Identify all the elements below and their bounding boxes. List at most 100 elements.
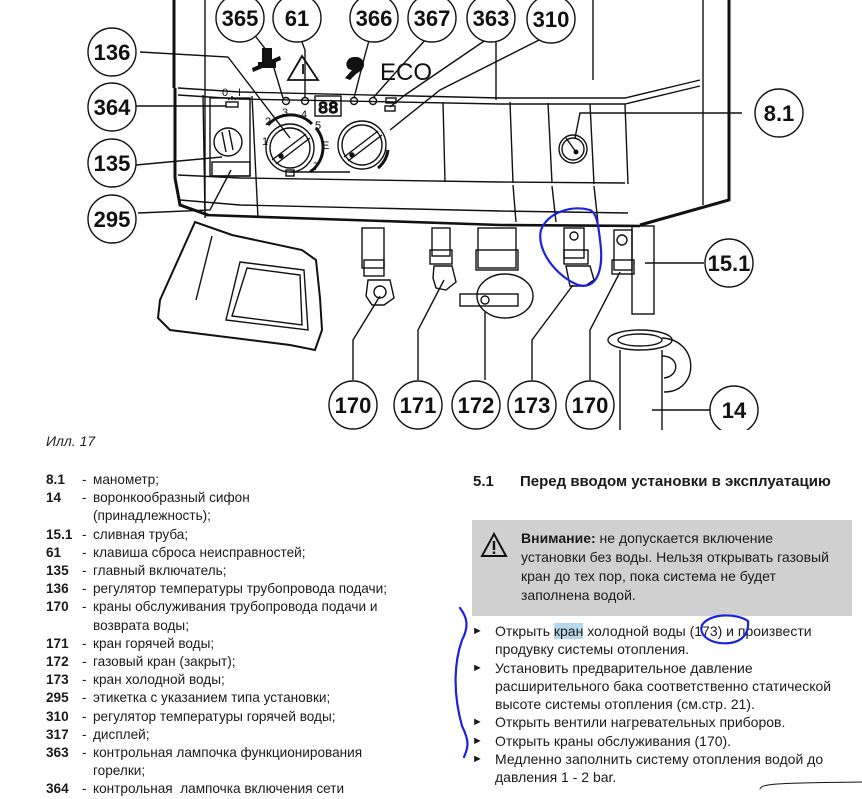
legend-description: -регулятор температуры трубопровода пода… bbox=[82, 581, 387, 597]
callout-310: 310 bbox=[533, 7, 570, 32]
dial-136-heating-temp bbox=[265, 123, 315, 173]
legend-item: 364 -контрольная лампочка включения сети bbox=[46, 780, 446, 798]
legend-number: 170 bbox=[46, 599, 69, 615]
legend-text: контрольная лампочка включения сети bbox=[93, 781, 345, 797]
legend-description: -кран горячей воды; bbox=[82, 635, 215, 651]
legend-item: 8.1-манометр; bbox=[46, 471, 446, 489]
legend-description: -главный включатель; bbox=[82, 563, 227, 579]
warning-box: Внимание: не допускается включение устан… bbox=[472, 520, 852, 616]
legend-number: 363 bbox=[46, 745, 69, 761]
warning-triangle-icon bbox=[480, 532, 508, 557]
legend-number: 15.1 bbox=[46, 526, 73, 542]
legend-item-continuation: (принадлежность); bbox=[93, 508, 211, 524]
legend-item: 136 -регулятор температуры трубопровода п… bbox=[46, 580, 446, 598]
parts-legend: 8.1-манометр;14 -воронкообразный сифон (пр… bbox=[46, 471, 446, 799]
chimney-sweep-icon bbox=[252, 48, 281, 72]
dial-310-hot-water-temp bbox=[337, 120, 387, 170]
step-text-part: Открыть краны обслуживания (170). bbox=[495, 732, 732, 749]
display-317 bbox=[314, 95, 342, 117]
step-text: Медленно заполнить систему отопления вод… bbox=[495, 750, 857, 787]
callout-173: 173 bbox=[514, 393, 551, 418]
section-number: 5.1 bbox=[473, 473, 494, 490]
legend-text: газовый кран (закрыт); bbox=[93, 654, 236, 670]
section-5-1: 5.1 Перед вводом установки в эксплуатаци… bbox=[473, 472, 853, 492]
legend-text: кран холодной воды; bbox=[93, 672, 225, 688]
legend-text: регулятор температуры трубопровода подач… bbox=[93, 581, 387, 597]
step-item: ► Открыть краны обслуживания (170). bbox=[472, 732, 857, 750]
funnel-siphon-14 bbox=[619, 350, 663, 430]
startup-steps-list: ► Открыть кран холодной воды (173) и прои… bbox=[472, 622, 857, 787]
legend-item: 170 -краны обслуживания трубопровода пода… bbox=[46, 598, 446, 616]
figure-caption: Илл. 17 bbox=[46, 433, 96, 449]
callout-295: 295 bbox=[94, 207, 131, 232]
legend-number: 135 bbox=[46, 563, 69, 579]
dial-mark-7: 7 bbox=[313, 161, 319, 173]
legend-item: 61-клавиша сброса неисправностей; bbox=[46, 544, 446, 562]
callout-14: 14 bbox=[722, 398, 747, 423]
lamp-365 bbox=[281, 96, 291, 106]
warning-triangle-icon bbox=[286, 54, 320, 81]
warning-text: Внимание: не допускается включение устан… bbox=[521, 529, 841, 605]
legend-item: 14 -воронкообразный сифон bbox=[46, 489, 446, 507]
highlighted-word: кран bbox=[553, 623, 584, 639]
drain-pipe-15-1 bbox=[631, 225, 655, 315]
step-text: Открыть кран холодной воды (173) и произ… bbox=[495, 622, 857, 659]
callout-136: 136 bbox=[94, 40, 131, 65]
step-text-part: Установить предварительное давление расш… bbox=[495, 659, 832, 713]
legend-number: 310 bbox=[46, 708, 69, 724]
dial-mark-3: 3 bbox=[282, 107, 288, 119]
callout-366: 366 bbox=[356, 6, 393, 31]
triangle-bullet-icon: ► bbox=[472, 716, 483, 729]
callout-170-right: 170 bbox=[572, 393, 609, 418]
section-title: Перед вводом установки в эксплуатацию bbox=[520, 473, 831, 490]
control-flap bbox=[156, 220, 324, 352]
switch-on-mark: I bbox=[238, 87, 241, 99]
legend-text: краны обслуживания трубопровода подачи и bbox=[93, 599, 378, 615]
legend-item: 171-кран горячей воды; bbox=[46, 635, 446, 653]
legend-item: 295-этикетка с указанием типа установки; bbox=[46, 689, 446, 707]
boiler-diagram: 88 bbox=[87, 0, 804, 430]
legend-description: -сливная труба; bbox=[82, 526, 189, 542]
switch-off-mark: 0 bbox=[222, 87, 228, 99]
legend-text: дисплей; bbox=[93, 726, 150, 742]
callout-172: 172 bbox=[458, 393, 495, 418]
step-text-part: Открыть вентили нагревательных приборов. bbox=[495, 714, 786, 731]
step-item: ►Медленно заполнить систему отопления во… bbox=[472, 750, 857, 787]
legend-description: -контрольная лампочка включения сети bbox=[82, 781, 345, 797]
lamp-61 bbox=[300, 96, 310, 106]
warning-body: не допускается включение установки без в… bbox=[521, 530, 829, 603]
legend-number: 317 bbox=[46, 726, 69, 742]
step-text: Установить предварительное давление расш… bbox=[495, 659, 857, 714]
legend-description: -кран холодной воды; bbox=[82, 672, 225, 688]
legend-number: 364 bbox=[46, 781, 69, 797]
legend-description: -краны обслуживания трубопровода подачи … bbox=[82, 599, 378, 615]
callout-364: 364 bbox=[94, 95, 131, 120]
display-digits: 88 bbox=[318, 100, 338, 119]
pressure-gauge bbox=[558, 134, 588, 164]
valve-170-left bbox=[363, 259, 385, 277]
triangle-bullet-icon: ► bbox=[472, 734, 483, 747]
step-text-part: Медленно заполнить систему отопления вод… bbox=[495, 751, 824, 786]
legend-text: манометр; bbox=[93, 472, 159, 487]
main-switch-knob bbox=[213, 127, 243, 157]
type-label-plate bbox=[211, 161, 251, 177]
legend-number: 14 bbox=[46, 490, 62, 506]
legend-description: -газовый кран (закрыт); bbox=[82, 654, 236, 670]
wrench-icon bbox=[345, 56, 365, 80]
legend-text: сливная труба; bbox=[93, 526, 189, 542]
legend-text: регулятор температуры горячей воды; bbox=[93, 708, 336, 724]
eco-label: ECO bbox=[380, 59, 432, 86]
callout-15-1: 15.1 bbox=[708, 251, 751, 276]
legend-description: -этикетка с указанием типа установки; bbox=[82, 690, 331, 706]
dial-mark-4: 4 bbox=[301, 109, 307, 121]
valve-172-gas bbox=[475, 249, 519, 271]
callout-367: 367 bbox=[414, 6, 451, 31]
legend-description: -воронкообразный сифон bbox=[82, 490, 250, 506]
pen-bracket bbox=[454, 606, 469, 759]
step-item: ► Открыть вентили нагревательных приборов… bbox=[472, 713, 857, 731]
legend-number: 136 bbox=[46, 581, 69, 597]
legend-text: клавиша сброса неисправностей; bbox=[93, 544, 306, 560]
triangle-bullet-icon: ► bbox=[472, 625, 483, 637]
legend-item: 135 -главный включатель; bbox=[46, 562, 446, 580]
legend-text: воронкообразный сифон bbox=[93, 490, 250, 506]
